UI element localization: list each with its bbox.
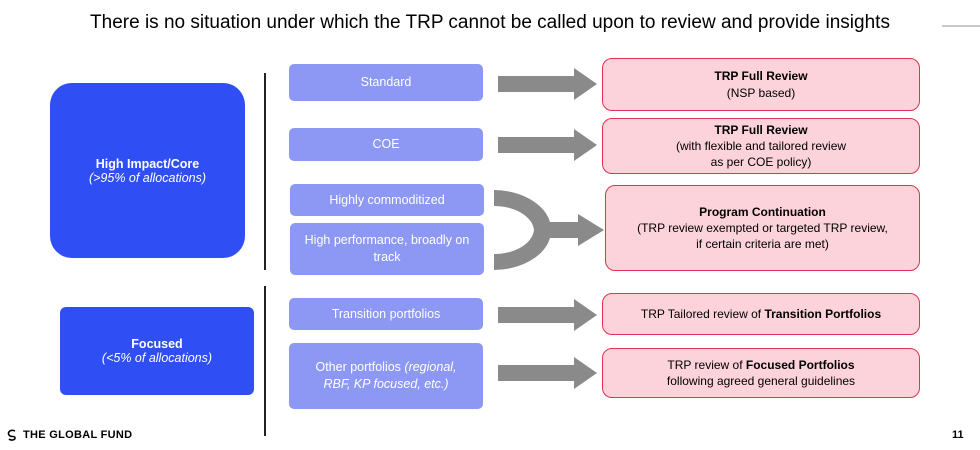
result-full-review-nsp: TRP Full Review (NSP based) <box>602 58 920 111</box>
global-fund-logo-icon <box>7 429 16 441</box>
logo-text: THE GLOBAL FUND <box>23 429 133 441</box>
portfolio-standard: Standard <box>289 64 483 101</box>
result-detail: (with flexible and tailored review <box>675 138 847 153</box>
portfolio-label: Standard <box>360 75 412 90</box>
portfolio-label: COE <box>372 137 400 152</box>
title-rule <box>942 25 980 27</box>
result-title: TRP Full Review <box>714 122 808 137</box>
result-transition-review: TRP Tailored review of Transition Portfo… <box>602 293 920 335</box>
portfolio-coe: COE <box>289 128 483 161</box>
arrow-icon <box>498 357 597 389</box>
merge-arrow-icon <box>494 190 604 270</box>
portfolio-label-italic: (regional, RBF, KP focused, etc.) <box>323 360 457 391</box>
result-full-review-coe: TRP Full Review (with flexible and tailo… <box>602 118 920 174</box>
result-text-bold: Transition Portfolios <box>764 306 882 321</box>
result-title: TRP Full Review <box>714 69 808 84</box>
result-detail: (NSP based) <box>726 85 796 100</box>
portfolio-transition: Transition portfolios <box>289 298 483 330</box>
global-fund-logo: THE GLOBAL FUND <box>6 429 132 441</box>
result-program-continuation: Program Continuation (TRP review exempte… <box>605 185 920 271</box>
portfolio-label: Highly commoditized <box>329 192 445 207</box>
result-detail: (TRP review exempted or targeted TRP rev… <box>637 220 888 235</box>
separator-line-top <box>264 73 266 270</box>
portfolio-label: Transition portfolios <box>331 306 441 321</box>
result-title: Program Continuation <box>699 204 826 219</box>
result-text-plain: TRP review of <box>667 357 746 372</box>
result-text: TRP review of Focused Portfolios <box>667 357 854 373</box>
category-high-impact: High Impact/Core (>95% of allocations) <box>50 83 245 258</box>
portfolio-high-performance: High performance, broadly on track <box>290 223 484 275</box>
portfolio-label-main: Other portfolios <box>315 360 405 375</box>
result-detail: as per COE policy) <box>710 155 812 170</box>
arrow-icon <box>498 68 597 100</box>
result-text-bold: Focused Portfolios <box>745 357 855 372</box>
category-name: Focused <box>131 337 183 351</box>
category-share: (>95% of allocations) <box>88 170 207 185</box>
portfolio-other: Other portfolios (regional, RBF, KP focu… <box>289 343 483 409</box>
result-text-plain: TRP Tailored review of <box>640 306 765 321</box>
portfolio-label: High performance, broadly on track <box>304 233 470 264</box>
separator-line-bottom <box>264 286 266 436</box>
category-focused: Focused (<5% of allocations) <box>60 307 254 395</box>
result-focused-review: TRP review of Focused Portfolios followi… <box>602 348 920 398</box>
arrow-icon <box>498 299 597 331</box>
result-detail: if certain criteria are met) <box>696 237 829 252</box>
category-share: (<5% of allocations) <box>101 351 213 365</box>
category-name: High Impact/Core <box>95 156 200 171</box>
slide-title: There is no situation under which the TR… <box>90 12 890 33</box>
result-detail: following agreed general guidelines <box>666 374 856 388</box>
portfolio-label: Other portfolios (regional, RBF, KP focu… <box>301 359 471 393</box>
page-number: 11 <box>952 429 964 441</box>
arrow-icon <box>498 129 597 161</box>
result-text: TRP Tailored review of Transition Portfo… <box>641 306 881 322</box>
portfolio-highly-commoditized: Highly commoditized <box>290 184 484 216</box>
